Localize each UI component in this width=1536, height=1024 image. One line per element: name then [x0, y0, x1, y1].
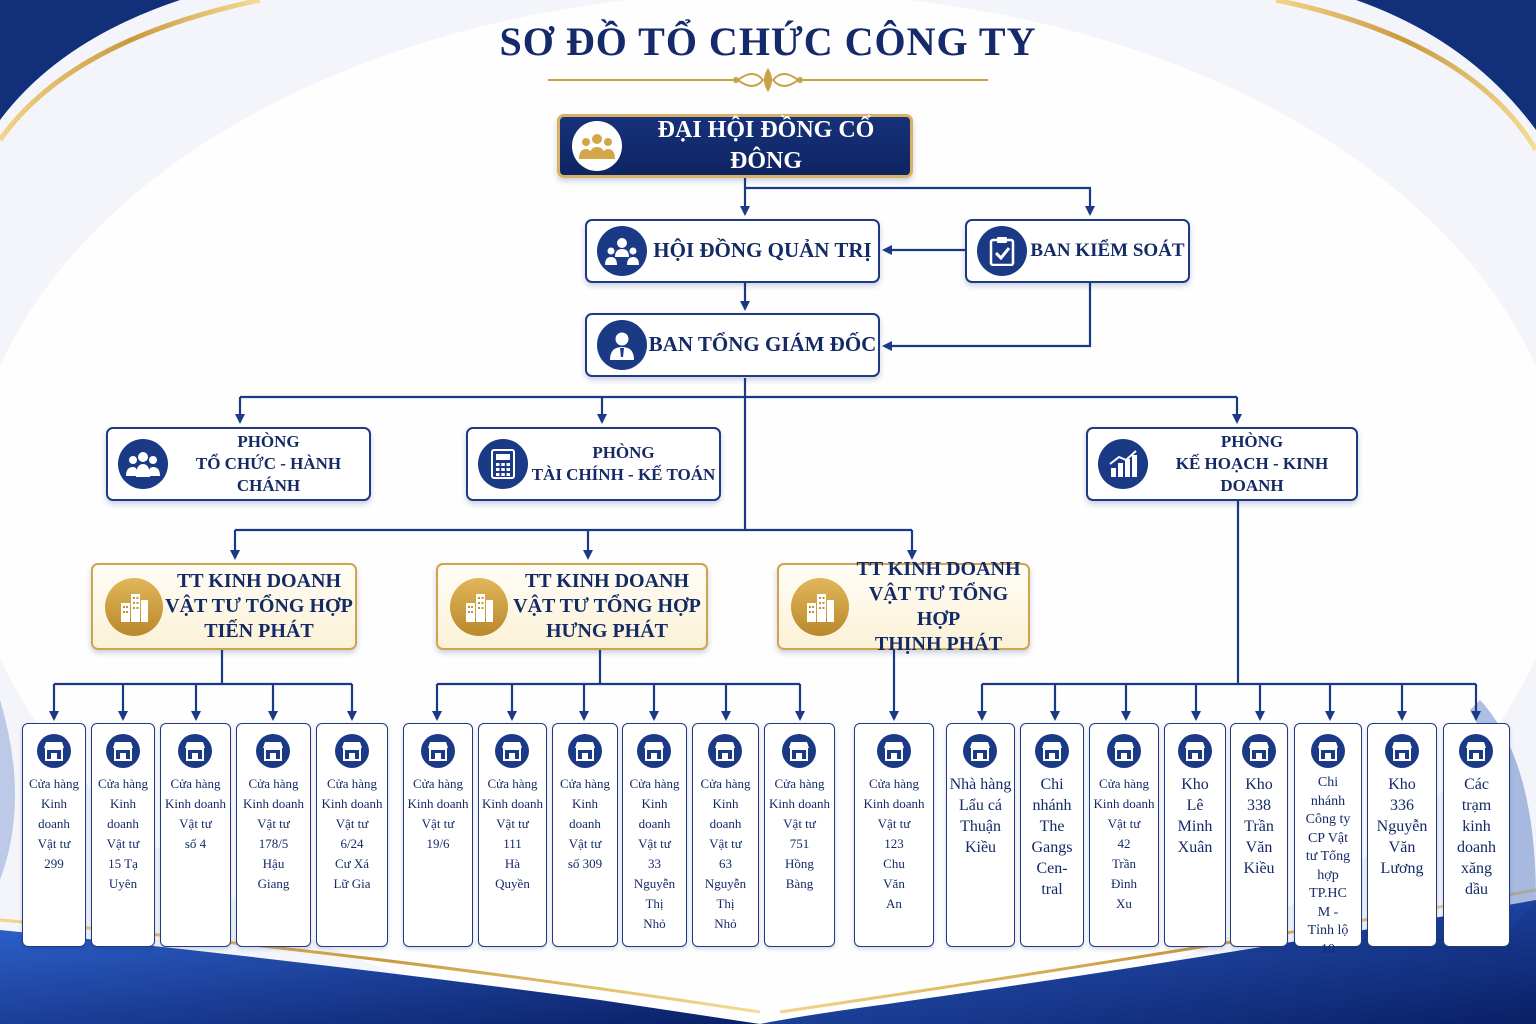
unit-card-label: Cửa hàng Kinh doanh Vật tư 15 Tạ Uyên [97, 776, 148, 891]
store-icon [36, 734, 71, 768]
store-icon [637, 734, 671, 768]
unit-card: Cửa hàng Kinh doanh Vật tư 178/5 Hậu Gia… [236, 723, 311, 947]
unit-card-label: Chi nhánh Công ty CP Vật tư Tổng hợp TP.… [1305, 775, 1351, 957]
unit-card: Cửa hàng Kinh doanh Vật tư 299 [22, 723, 86, 947]
store-icon [1177, 734, 1212, 768]
unit-card-label: Cửa hàng Kinh doanh Vật tư 6/24 Cư Xá Lữ… [321, 776, 383, 891]
unit-card-label: Cửa hàng Kinh doanh Vật tư 63 Nguyễn Thị… [700, 776, 751, 931]
dept-finance-accounting: PHÒNG TÀI CHÍNH - KẾ TOÁN [466, 427, 721, 501]
board-node: HỘI ĐỒNG QUẢN TRỊ [585, 219, 880, 283]
title-ornament [548, 68, 988, 92]
director-icon [597, 320, 647, 370]
unit-card-label: Cửa hàng Kinh doanh Vật tư 751 Hồng Bàng [768, 776, 831, 891]
store-icon [420, 734, 455, 768]
unit-card-label: Cửa hàng Kinh doanh Vật tư 299 [28, 776, 79, 871]
store-icon [1384, 734, 1419, 768]
dept-organization-admin: PHÒNG TỔ CHỨC - HÀNH CHÁNH [106, 427, 371, 501]
unit-card: Cửa hàng Kinh doanh Vật tư số 4 [160, 723, 231, 947]
unit-card: Cửa hàng Kinh doanh Vật tư số 309 [552, 723, 618, 947]
unit-card: Chi nhánh The Gangs Cen- tral [1020, 723, 1084, 947]
page-title: SƠ ĐỒ TỔ CHỨC CÔNG TY [499, 19, 1037, 64]
supervisory-node: BAN KIỂM SOÁT [965, 219, 1190, 283]
store-icon [495, 734, 529, 768]
center-hung-phat-label: TT KINH DOANH VẬT TƯ TỔNG HỢP HƯNG PHÁT [513, 570, 701, 642]
supervisory-label: BAN KIỂM SOÁT [1030, 239, 1185, 261]
store-icon [876, 734, 911, 768]
center-hung-phat: TT KINH DOANH VẬT TƯ TỔNG HỢP HƯNG PHÁT [436, 563, 708, 650]
shareholders-node: ĐẠI HỘI ĐỒNG CỔ ĐÔNG [557, 114, 913, 178]
unit-card-label: Cửa hàng Kinh doanh Vật tư số 309 [559, 776, 610, 871]
unit-card: Cửa hàng Kinh doanh Vật tư 33 Nguyễn Thị… [622, 723, 687, 947]
store-icon [1241, 734, 1276, 768]
unit-card: Cửa hàng Kinh doanh Vật tư 19/6 [403, 723, 473, 947]
store-icon [708, 734, 742, 768]
store-icon [178, 734, 212, 768]
center-tien-phat: TT KINH DOANH VẬT TƯ TỔNG HỢP TIẾN PHÁT [91, 563, 357, 650]
dept-finance-accounting-label: PHÒNG TÀI CHÍNH - KẾ TOÁN [531, 442, 716, 484]
shareholders-icon [572, 121, 622, 171]
unit-card-label: Cửa hàng Kinh doanh Vật tư số 4 [164, 776, 227, 851]
center-thinh-phat: TT KINH DOANH VẬT TƯ TỔNG HỢP THỊNH PHÁT [777, 558, 1030, 655]
shareholders-label: ĐẠI HỘI ĐỒNG CỔ ĐÔNG [657, 116, 875, 174]
unit-card: Kho 338 Trần Văn Kiều [1230, 723, 1288, 947]
unit-card-label: Kho 338 Trần Văn Kiều [1243, 776, 1275, 877]
dept-planning-business: PHÒNG KẾ HOẠCH - KINH DOANH [1086, 427, 1358, 501]
unit-card: Nhà hàng Lẩu cá Thuận Kiều [946, 723, 1015, 947]
store-icon [963, 734, 997, 768]
store-icon [105, 734, 140, 768]
directors-node: BAN TỔNG GIÁM ĐỐC [585, 313, 880, 377]
unit-card: Kho Lê Minh Xuân [1164, 723, 1226, 947]
people-icon [118, 439, 168, 489]
unit-card: Cửa hàng Kinh doanh Vật tư 751 Hồng Bàng [764, 723, 835, 947]
center-tien-phat-label: TT KINH DOANH VẬT TƯ TỔNG HỢP TIẾN PHÁT [165, 570, 353, 642]
unit-card: Cửa hàng Kinh doanh Vật tư 6/24 Cư Xá Lữ… [316, 723, 388, 947]
clipboard-check-icon [977, 226, 1027, 276]
unit-card: Chi nhánh Công ty CP Vật tư Tổng hợp TP.… [1294, 723, 1362, 957]
board-icon [597, 226, 647, 276]
unit-card: Cửa hàng Kinh doanh Vật tư 123 Chu Văn A… [854, 723, 934, 947]
growth-chart-icon [1098, 439, 1148, 489]
unit-card-label: Chi nhánh The Gangs Cen- tral [1031, 776, 1073, 898]
unit-card: Kho 336 Nguyễn Văn Lương [1367, 723, 1437, 947]
unit-card: Cửa hàng Kinh doanh Vật tư 63 Nguyễn Thị… [692, 723, 759, 947]
unit-card-label: Cửa hàng Kinh doanh Vật tư 123 Chu Văn A… [863, 776, 925, 911]
store-icon [567, 734, 602, 768]
store-icon [256, 734, 290, 768]
center-thinh-phat-label: TT KINH DOANH VẬT TƯ TỔNG HỢP THỊNH PHÁT [856, 557, 1021, 655]
unit-card-label: Các trạm kinh doanh xăng dầu [1456, 776, 1497, 898]
store-icon [1310, 734, 1345, 768]
dept-planning-business-label: PHÒNG KẾ HOẠCH - KINH DOANH [1175, 431, 1329, 496]
store-icon [1034, 734, 1069, 768]
unit-card: Các trạm kinh doanh xăng dầu [1443, 723, 1510, 947]
building-icon [791, 577, 849, 636]
store-icon [782, 734, 816, 768]
unit-card-label: Kho 336 Nguyễn Văn Lương [1376, 776, 1428, 877]
unit-card: Cửa hàng Kinh doanh Vật tư 111 Hà Quyền [478, 723, 547, 947]
store-icon [334, 734, 369, 768]
dept-organization-admin-label: PHÒNG TỔ CHỨC - HÀNH CHÁNH [195, 431, 342, 496]
building-icon [105, 577, 163, 636]
unit-card-label: Kho Lê Minh Xuân [1177, 776, 1213, 856]
unit-card-label: Cửa hàng Kinh doanh Vật tư 178/5 Hậu Gia… [242, 776, 305, 891]
calculator-icon [478, 439, 528, 489]
building-icon [450, 577, 508, 636]
unit-card-label: Nhà hàng Lẩu cá Thuận Kiều [949, 776, 1012, 856]
directors-label: BAN TỔNG GIÁM ĐỐC [648, 332, 877, 357]
unit-card-label: Cửa hàng Kinh doanh Vật tư 19/6 [407, 776, 469, 851]
board-label: HỘI ĐỒNG QUẢN TRỊ [653, 238, 872, 263]
unit-card: Cửa hàng Kinh doanh Vật tư 42 Trần Đình … [1089, 723, 1159, 947]
unit-card: Cửa hàng Kinh doanh Vật tư 15 Tạ Uyên [91, 723, 155, 947]
unit-card-label: Cửa hàng Kinh doanh Vật tư 111 Hà Quyền [481, 776, 544, 891]
unit-card-label: Cửa hàng Kinh doanh Vật tư 42 Trần Đình … [1093, 776, 1155, 911]
store-icon [1459, 734, 1493, 768]
store-icon [1106, 734, 1141, 768]
unit-card-label: Cửa hàng Kinh doanh Vật tư 33 Nguyễn Thị… [629, 776, 680, 931]
